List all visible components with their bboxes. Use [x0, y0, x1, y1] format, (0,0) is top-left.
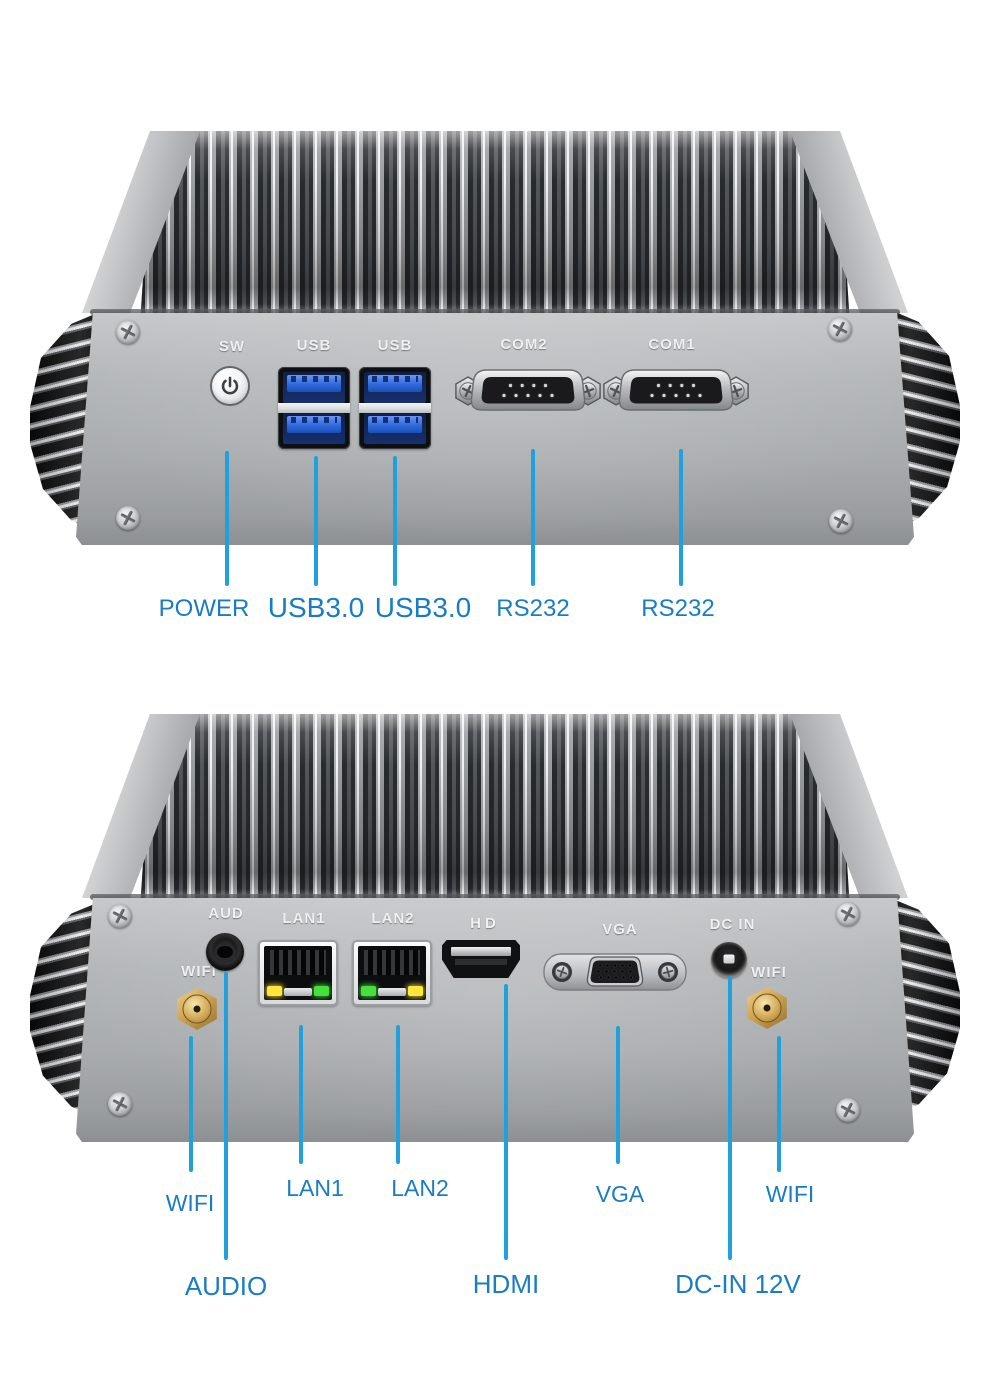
callout-line-audio [224, 972, 228, 1260]
usb-tongue [287, 375, 341, 392]
usb3-receptacle [364, 372, 426, 403]
screw-icon [108, 904, 132, 928]
lan1-led-right [313, 986, 329, 997]
front-panel [76, 313, 914, 545]
callout-line-wifi-right [777, 1036, 781, 1172]
callout-line-power [225, 451, 229, 586]
callout-label-dc-in: DC-IN 12V [675, 1269, 801, 1299]
callout-line-rs232-left [531, 449, 535, 586]
callout-label-wifi-right: WIFI [765, 1181, 815, 1207]
lan2-led-right [407, 986, 423, 997]
callout-label-vga: VGA [595, 1181, 645, 1207]
callout-line-lan2 [396, 1025, 400, 1164]
screw-icon [828, 317, 852, 341]
panel-label-aud: AUD [208, 905, 244, 922]
panel-label-com1: COM1 [648, 336, 696, 353]
callout-label-wifi-left: WIFI [165, 1190, 215, 1216]
screw-icon [116, 320, 140, 344]
panel-label-usb-left: USB [296, 337, 332, 354]
power-button [212, 368, 248, 404]
rj45-lan2-port [352, 940, 432, 1006]
usb-tongue [368, 375, 422, 392]
usb-divider [278, 403, 350, 413]
usb-tongue [287, 416, 341, 433]
callout-line-usb-left [314, 456, 318, 586]
usb3-receptacle [283, 372, 345, 403]
vga-screw-right [658, 962, 678, 982]
callout-label-rs232-right: RS232 [641, 595, 715, 622]
callout-label-lan1: LAN1 [286, 1175, 344, 1201]
panel-label-vga: VGA [602, 921, 638, 938]
panel-label-wifi-right: WIFI [751, 964, 787, 981]
front-view-device: SW USB USB COM2 COM1 [0, 0, 990, 640]
callout-label-usb3-left: USB3.0 [267, 592, 365, 623]
usb3-dual-port-left [278, 367, 350, 449]
power-icon [221, 376, 239, 395]
callout-line-lan1 [299, 1025, 303, 1164]
usb3-receptacle [364, 413, 426, 444]
panel-label-com2: COM2 [500, 336, 548, 353]
screw-icon [836, 1098, 860, 1122]
callout-line-vga [616, 1026, 620, 1164]
front-chassis-seam [90, 309, 900, 315]
panel-label-hd: HD [470, 915, 500, 932]
screw-icon [116, 506, 140, 530]
callout-label-usb3-right: USB3.0 [374, 592, 472, 623]
panel-label-lan1: LAN1 [282, 910, 326, 927]
rj45-cavity [358, 946, 426, 1000]
callout-line-hdmi [504, 984, 508, 1260]
rj45-lan1-port [258, 940, 338, 1006]
lan1-led-left [267, 986, 283, 997]
vga-port [543, 953, 687, 991]
panel-label-lan2: LAN2 [371, 910, 415, 927]
rear-heatsink-fins [140, 714, 850, 898]
panel-label-usb-right: USB [377, 337, 413, 354]
screw-icon [836, 902, 860, 926]
callout-label-lan2: LAN2 [391, 1175, 449, 1201]
usb3-receptacle [283, 413, 345, 444]
callout-line-usb-right [393, 456, 397, 586]
usb-divider [359, 403, 431, 413]
callout-label-rs232-left: RS232 [496, 595, 570, 622]
rear-view-device: AUD WIFI LAN1 LAN2 HD VGA DC IN WIFI [0, 640, 990, 1392]
screw-icon [829, 509, 853, 533]
callout-line-dc-in [728, 976, 732, 1260]
panel-label-dc-in: DC IN [709, 916, 756, 933]
screw-icon [108, 1092, 132, 1116]
panel-label-sw: SW [218, 338, 246, 355]
lan2-led-left [361, 986, 377, 997]
audio-jack [206, 933, 244, 971]
callout-line-rs232-right [679, 449, 683, 586]
rj45-cavity [264, 946, 332, 1000]
callout-label-power: POWER [158, 595, 250, 622]
callout-line-wifi-left [189, 1036, 193, 1172]
vga-screw-left [552, 962, 572, 982]
panel-label-wifi-left: WIFI [181, 963, 217, 980]
callout-label-audio: AUDIO [184, 1271, 268, 1301]
rear-chassis-seam [90, 894, 900, 900]
hdmi-port [442, 940, 520, 978]
db9-com2-port [455, 369, 601, 411]
db9-com1-port [603, 369, 749, 411]
front-heatsink-fins [140, 131, 850, 313]
usb-tongue [368, 416, 422, 433]
callout-label-hdmi: HDMI [472, 1269, 540, 1299]
usb3-dual-port-right [359, 367, 431, 449]
dc-in-jack [711, 942, 747, 978]
